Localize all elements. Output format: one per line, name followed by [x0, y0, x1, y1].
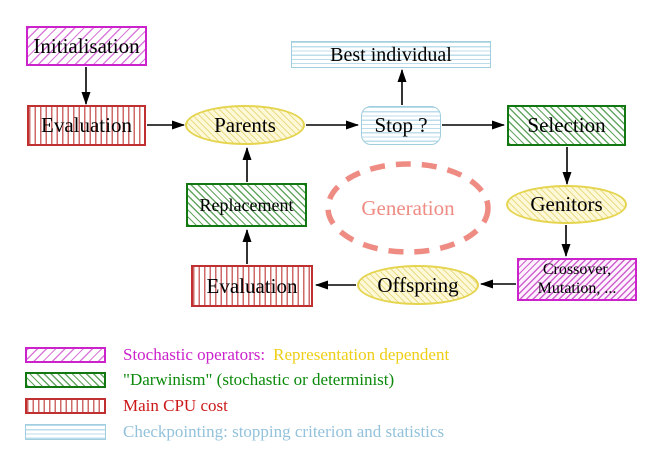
node-stop: Stop ?: [361, 106, 441, 145]
legend-swatch-cyan-stripes: [25, 423, 106, 440]
node-genitors: Genitors: [506, 185, 627, 224]
node-replacement: Replacement: [186, 183, 307, 227]
legend-row-cpu-cost: Main CPU cost: [25, 395, 228, 415]
node-evaluation-top: Evaluation: [27, 105, 146, 146]
legend-label-cpu-cost: Main CPU cost: [123, 395, 228, 415]
legend-label-representation: Representation dependent: [273, 344, 450, 364]
node-selection: Selection: [507, 105, 626, 146]
crossover-line2: Mutation, ...: [537, 279, 617, 297]
legend-label-darwinism: "Darwinism" (stochastic or determinist): [123, 369, 395, 389]
legend-row-darwinism: "Darwinism" (stochastic or determinist): [25, 369, 395, 389]
node-best-individual: Best individual: [291, 41, 491, 68]
legend-swatch-green-hatch: [25, 371, 106, 388]
crossover-line1: Crossover,: [542, 260, 612, 278]
node-evaluation-bottom: Evaluation: [191, 265, 313, 307]
node-parents: Parents: [185, 105, 305, 145]
legend-row-checkpointing: Checkpointing: stopping criterion and st…: [25, 421, 445, 441]
legend-label-checkpointing: Checkpointing: stopping criterion and st…: [123, 421, 445, 441]
legend-label-stochastic: Stochastic operators:: [123, 344, 266, 364]
legend-row-stochastic-operators: Stochastic operators: Representation dep…: [25, 344, 450, 364]
legend-swatch-red-stripes: [25, 397, 106, 414]
legend-swatch-magenta-hatch: [25, 346, 106, 363]
node-crossover-mutation: Crossover, Mutation, ...: [517, 258, 637, 301]
node-generation-label: Generation: [361, 195, 455, 220]
node-offspring: Offspring: [357, 265, 479, 305]
node-initialisation: Initialisation: [26, 26, 147, 66]
